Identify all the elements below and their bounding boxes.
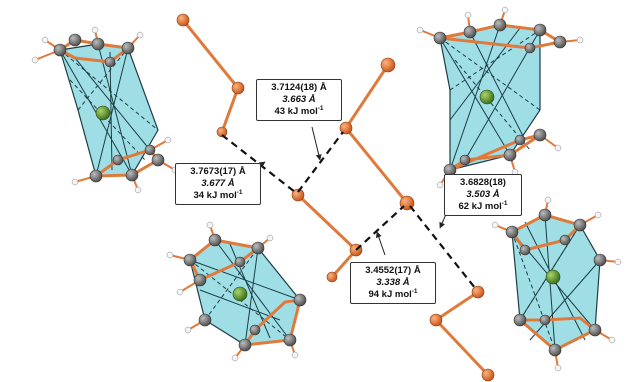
label-distance: 3.4552(17) Å: [365, 265, 421, 276]
label-energy: 62 kJ mol-1: [458, 199, 508, 212]
polyhedron-edges: [189, 239, 301, 346]
label-distance: 3.7124(18) Å: [271, 82, 327, 93]
contact-left: [221, 134, 296, 193]
polyhedron-hidden-edges: [59, 47, 159, 161]
metal-atom: [232, 286, 248, 302]
carbon-atoms: [183, 233, 307, 352]
hydrogen-atoms: [166, 221, 299, 362]
label-calc: 3.677 Å: [201, 178, 235, 189]
contact-label-top: 3.7124(18) Å 3.663 Å 43 kJ mol-1: [256, 79, 342, 121]
label-distance: 3.7673(17) Å: [190, 166, 246, 177]
polyhedron-hidden-edges: [439, 29, 541, 151]
contact-right: [409, 205, 476, 289]
metal-atom: [479, 89, 495, 105]
contact-lines: [221, 131, 476, 289]
carbon-atoms: [505, 208, 607, 357]
molecule-bottom-left: [166, 221, 307, 362]
contact-top: [297, 131, 344, 193]
label-energy: 34 kJ mol-1: [193, 188, 243, 201]
label-energy: 43 kJ mol-1: [274, 104, 324, 117]
molecule-top-right: [416, 6, 584, 189]
carbon-atoms: [53, 33, 165, 183]
callout-arrows: [249, 126, 451, 256]
contact-label-bottom: 3.4552(17) Å 3.338 Å 94 kJ mol-1: [350, 262, 436, 304]
phosphorus-chain-bottom: [429, 285, 495, 382]
contact-label-right: 3.6828(18) 3.503 Å 62 kJ mol-1: [444, 174, 522, 216]
polyhedron-edges: [439, 24, 541, 171]
hydrogen-atoms: [416, 6, 584, 189]
contact-label-left: 3.7673(17) Å 3.677 Å 34 kJ mol-1: [175, 163, 261, 205]
contact-bottom: [355, 205, 405, 251]
label-energy: 94 kJ mol-1: [368, 287, 418, 300]
label-calc: 3.663 Å: [282, 94, 316, 105]
carbon-atoms: [433, 18, 567, 177]
phosphorus-chain-top: [176, 13, 245, 138]
molecule-bottom-right: [491, 196, 622, 372]
hydrogen-atoms: [491, 196, 622, 372]
label-distance: 3.6828(18): [460, 177, 506, 188]
phosphorus-chain-right: [339, 57, 415, 211]
label-calc: 3.338 Å: [376, 277, 410, 288]
hydrogen-atoms: [31, 26, 179, 194]
molecule-top-left: [31, 26, 179, 194]
label-calc: 3.503 Å: [466, 189, 500, 200]
metal-atom: [95, 105, 111, 121]
metal-atom: [545, 269, 561, 285]
